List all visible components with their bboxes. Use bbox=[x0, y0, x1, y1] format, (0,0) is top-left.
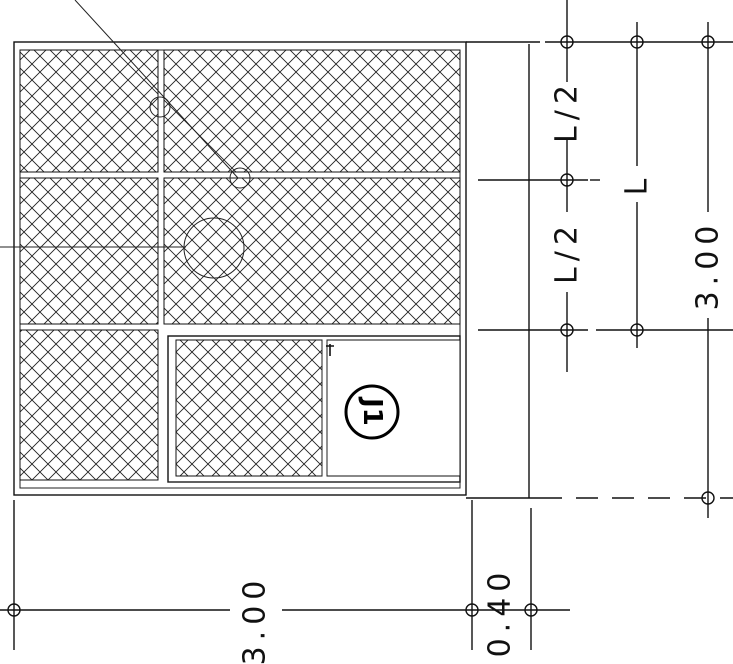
door-handle-icon bbox=[326, 344, 334, 356]
dim-half-span-top: L/2 bbox=[550, 79, 585, 143]
mesh-panels bbox=[19, 49, 461, 481]
dim-height-total: 3.00 bbox=[691, 220, 726, 311]
door-tag-label: J1 bbox=[357, 396, 387, 426]
dim-width-extra: 0.40 bbox=[483, 567, 518, 658]
mesh-panel bbox=[19, 49, 159, 173]
mesh-panel bbox=[163, 49, 461, 173]
dim-span: L bbox=[620, 173, 655, 196]
mesh-panel bbox=[19, 329, 159, 481]
door-tag: J1 bbox=[344, 384, 400, 440]
bottom-dimensions: 3.00 0.40 bbox=[0, 500, 570, 664]
dim-width-total: 3.00 bbox=[238, 575, 273, 664]
door-mesh-panel bbox=[175, 339, 323, 477]
mesh-panel bbox=[163, 177, 461, 325]
detail-callouts bbox=[0, 0, 251, 279]
right-dimensions: L/2 L/2 L 3.00 bbox=[466, 0, 733, 518]
dim-half-span-bottom: L/2 bbox=[550, 220, 585, 284]
mesh-panel bbox=[19, 177, 159, 325]
